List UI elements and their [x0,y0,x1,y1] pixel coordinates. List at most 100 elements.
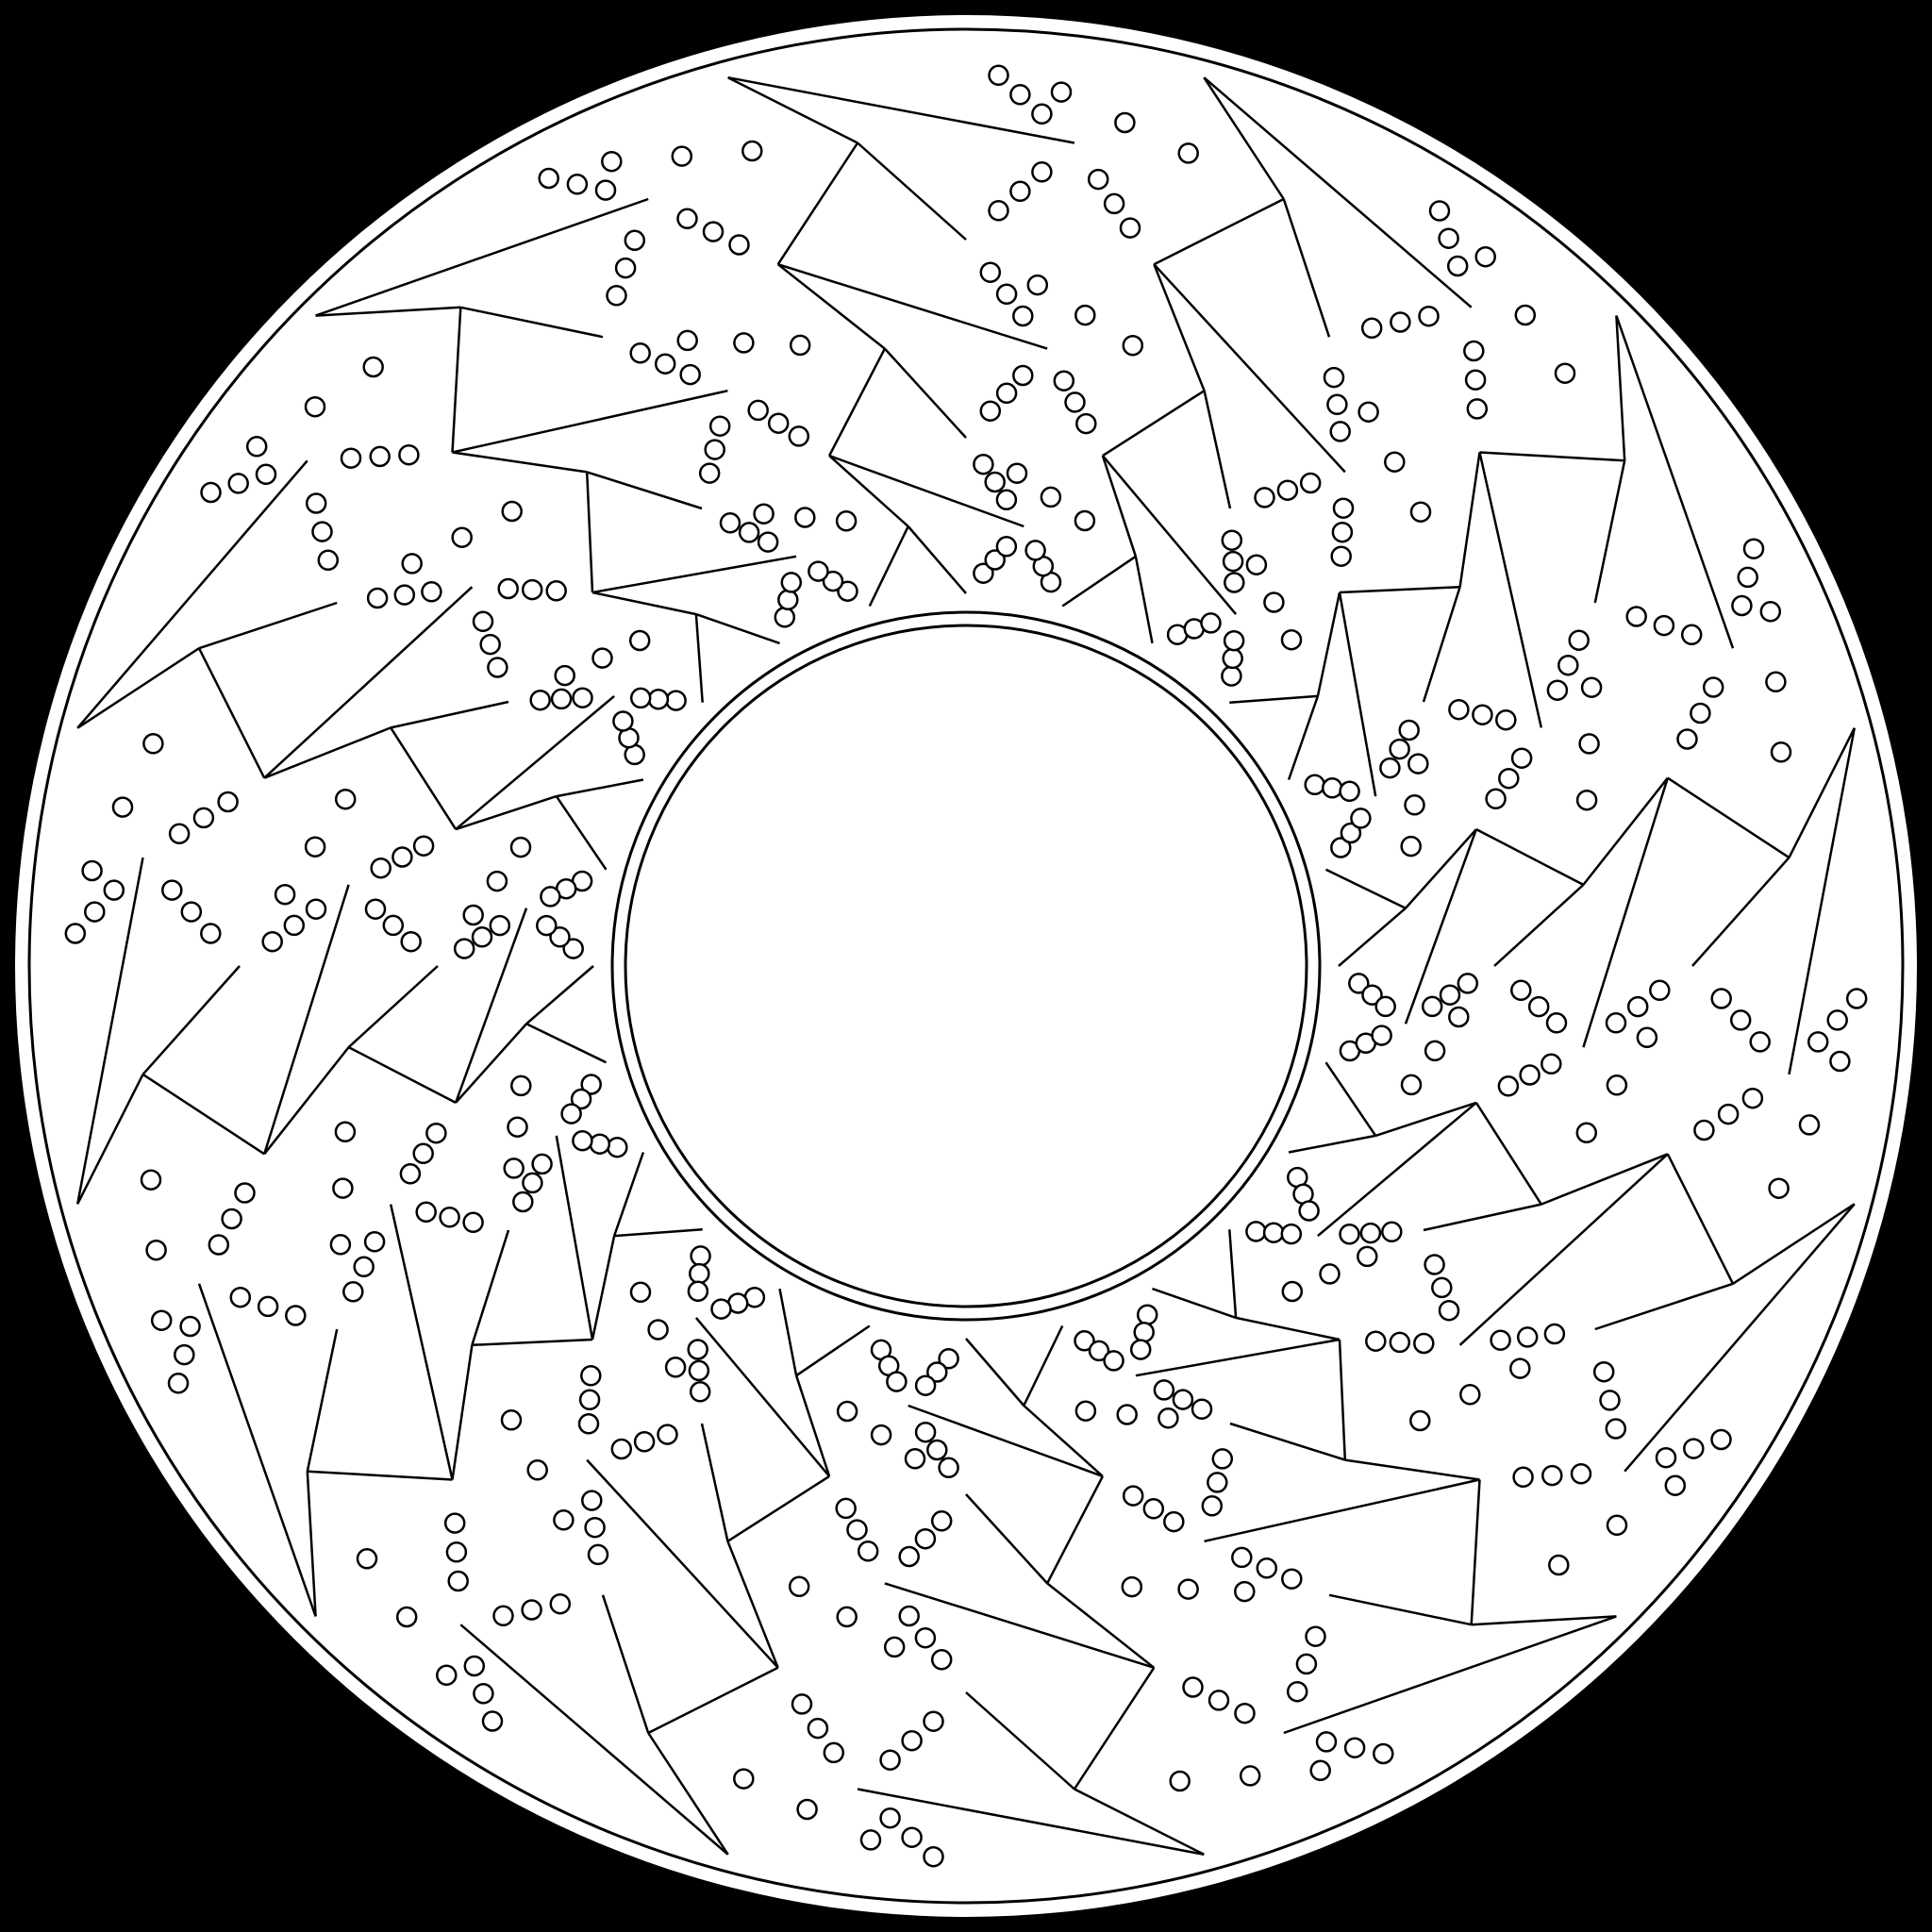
bead-circle [690,1245,711,1267]
mesh-edge [883,347,967,439]
mesh-edge [75,857,144,1205]
bead-chain [1339,1024,1392,1062]
bead-circle [1683,1438,1705,1459]
bead-chain [1497,1053,1562,1097]
bead-circle [245,436,268,458]
bead-chain [747,399,810,447]
bead-chain [1006,462,1096,532]
bead-circle [489,914,511,937]
bead-chain [629,687,687,711]
bead-chain [370,835,435,879]
bead-circle [1418,305,1440,327]
bead-circle [512,1191,534,1213]
mesh-edge [1471,1615,1617,1626]
mesh-edge [586,1458,779,1669]
mesh-edge [525,965,594,1025]
bead-circle [1201,1495,1224,1517]
bead-circle [1323,366,1345,389]
bead-circle [1702,676,1724,698]
mesh-edge [647,1732,729,1856]
bead-chain [1676,676,1724,750]
bead-chain [492,1592,572,1627]
bead-circle [883,1636,906,1658]
mesh-edge [794,1374,831,1477]
bead-circle [1012,305,1034,327]
bead-chain [1074,1400,1179,1429]
bead-chain [1074,1330,1124,1372]
bead-circle [421,581,442,603]
bead-circle [1389,1331,1411,1354]
bead-circle [1087,168,1109,191]
bead-chain [1807,988,1868,1053]
mesh-edge [1317,1101,1477,1238]
bead-circle [1309,1759,1331,1782]
mesh-edge [1458,452,1481,588]
bead-circle [1122,334,1144,357]
bead-circle [1103,1350,1124,1372]
mesh-edge [1061,555,1137,608]
mesh-edge [263,726,391,779]
bead-chain [443,1512,469,1592]
bead-chain [560,1074,602,1124]
bead-circle [835,1497,857,1520]
bead-circle [1636,1026,1658,1049]
bead-circle [103,879,125,901]
mesh-edge [1788,727,1857,1075]
bead-chain [1122,1485,1185,1533]
bead-circle [255,463,277,486]
bead-circle [1012,364,1034,387]
mesh-edge [1328,1593,1472,1626]
bead-circle [1592,1360,1615,1383]
bead-chain [168,791,239,845]
bead-circle [904,1448,926,1470]
bead-circle [1177,142,1199,164]
bead-chain [836,1400,926,1470]
bead-circle [1765,671,1787,693]
bead-circle [823,1741,845,1764]
bead-chain [914,1421,959,1479]
bead-chain [1330,808,1372,858]
mesh-edge [197,1283,317,1617]
bead-circle [570,1088,592,1110]
bead-circle [580,1365,602,1387]
bead-circle [1245,554,1268,575]
bead-circle [304,836,326,858]
bead-chain [1360,305,1440,340]
bead-circle [984,549,1006,571]
bead-circle [1459,1384,1481,1406]
bead-circle [1281,1280,1304,1303]
bead-circle [317,549,340,572]
bead-circle [647,1319,669,1341]
bead-circle [836,1400,858,1423]
bead-circle [1304,774,1325,796]
bead-circle [1254,487,1275,508]
bead-circle [738,522,760,543]
bead-chain [305,492,340,572]
bead-chain [1221,529,1245,593]
bead-circle [1224,572,1245,593]
mesh-edge [315,306,461,317]
bead-circle [540,886,561,908]
mesh-edge [586,471,703,510]
bead-circle [580,1074,602,1095]
bead-circle [837,580,858,602]
mesh-edge [455,1023,527,1104]
bead-chain [601,140,763,173]
bead-chain [1768,1050,1851,1199]
bead-chain [1512,1463,1592,1489]
bead-circle [550,688,573,710]
bead-chain [979,364,1034,422]
mesh-edge [1615,315,1626,461]
bead-circle [1710,1428,1732,1451]
bead-circle [914,1527,937,1550]
bead-circle [1281,1568,1303,1590]
bead-chain [973,453,1018,511]
bead-circle [1280,1223,1303,1245]
bead-chain [988,161,1053,222]
bead-circle [1541,1053,1562,1075]
bead-circle [463,1655,486,1677]
mesh-edge [1474,1102,1542,1206]
bead-chain [1166,612,1222,645]
bead-circle [1424,1040,1446,1062]
bead-circle [1360,317,1383,340]
